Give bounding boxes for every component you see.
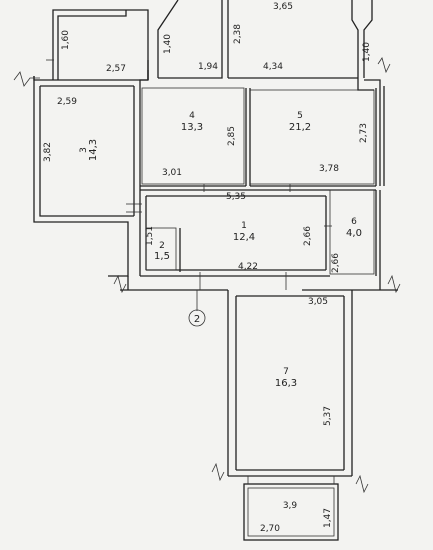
room-7-area: 16,3 [275, 378, 297, 389]
dim-room3-width: 2,59 [57, 97, 77, 107]
dim-hall-height: 2,66 [303, 226, 313, 246]
room-7-number: 7 [283, 367, 289, 377]
dim-left-top-height: 1,60 [61, 30, 71, 50]
room-4-area: 13,3 [181, 122, 203, 133]
dim-loggia-top-width: 3,9 [283, 501, 298, 511]
dim-loggia-height: 1,47 [323, 508, 333, 528]
room-6-area: 4,0 [346, 228, 362, 239]
dimension-labels: 3,65 1,60 2,57 2,59 3,82 1,40 1,94 2,38 … [43, 2, 372, 534]
axis-label: 2 [194, 314, 200, 325]
walls [33, 0, 398, 541]
dim-room5-top-width: 4,34 [263, 62, 283, 72]
axis-circle [188, 309, 206, 327]
dim-hall-bottom-width: 4,22 [238, 262, 258, 272]
room-4-number: 4 [189, 111, 195, 121]
dim-niche4-width: 1,94 [198, 62, 218, 72]
dim-room4-width: 3,01 [162, 168, 182, 178]
room-3-number: 3 [79, 147, 89, 153]
dim-room6-height: 2,66 [331, 253, 341, 273]
dim-room7-width: 3,05 [308, 297, 328, 307]
dim-room5-width: 3,78 [319, 164, 339, 174]
room-3-area: 14,3 [88, 139, 99, 161]
room-2-number: 2 [159, 241, 165, 251]
dim-room4-height: 2,85 [227, 126, 237, 146]
room-1-number: 1 [241, 221, 247, 231]
room-labels: 3 14,3 4 13,3 5 21,2 1 12,4 2 1,5 6 4,0 … [79, 111, 362, 389]
room-5-number: 5 [297, 111, 303, 121]
room-2-area: 1,5 [154, 251, 170, 262]
break-marks [13, 57, 401, 494]
dim-top-wall: 3,65 [273, 2, 293, 12]
dim-room7-height: 5,37 [323, 406, 333, 426]
dim-room5-height: 2,73 [359, 123, 369, 143]
axis-marker: 2 [188, 290, 206, 327]
dim-left-balcony-width: 2,57 [106, 64, 126, 74]
room-6-number: 6 [351, 217, 357, 227]
dim-hall-width: 5,35 [226, 192, 246, 202]
dim-room2-height: 1,51 [145, 226, 155, 246]
room-5-area: 21,2 [289, 122, 311, 133]
door-ticks [126, 184, 335, 484]
dim-right-niche-height: 1,40 [362, 42, 372, 62]
dim-loggia-width: 2,70 [260, 524, 280, 534]
dim-niche4-height: 1,40 [163, 34, 173, 54]
dim-corridor-top-height: 2,38 [233, 24, 243, 44]
room-1-area: 12,4 [233, 232, 255, 243]
dim-room3-height: 3,82 [43, 142, 53, 162]
